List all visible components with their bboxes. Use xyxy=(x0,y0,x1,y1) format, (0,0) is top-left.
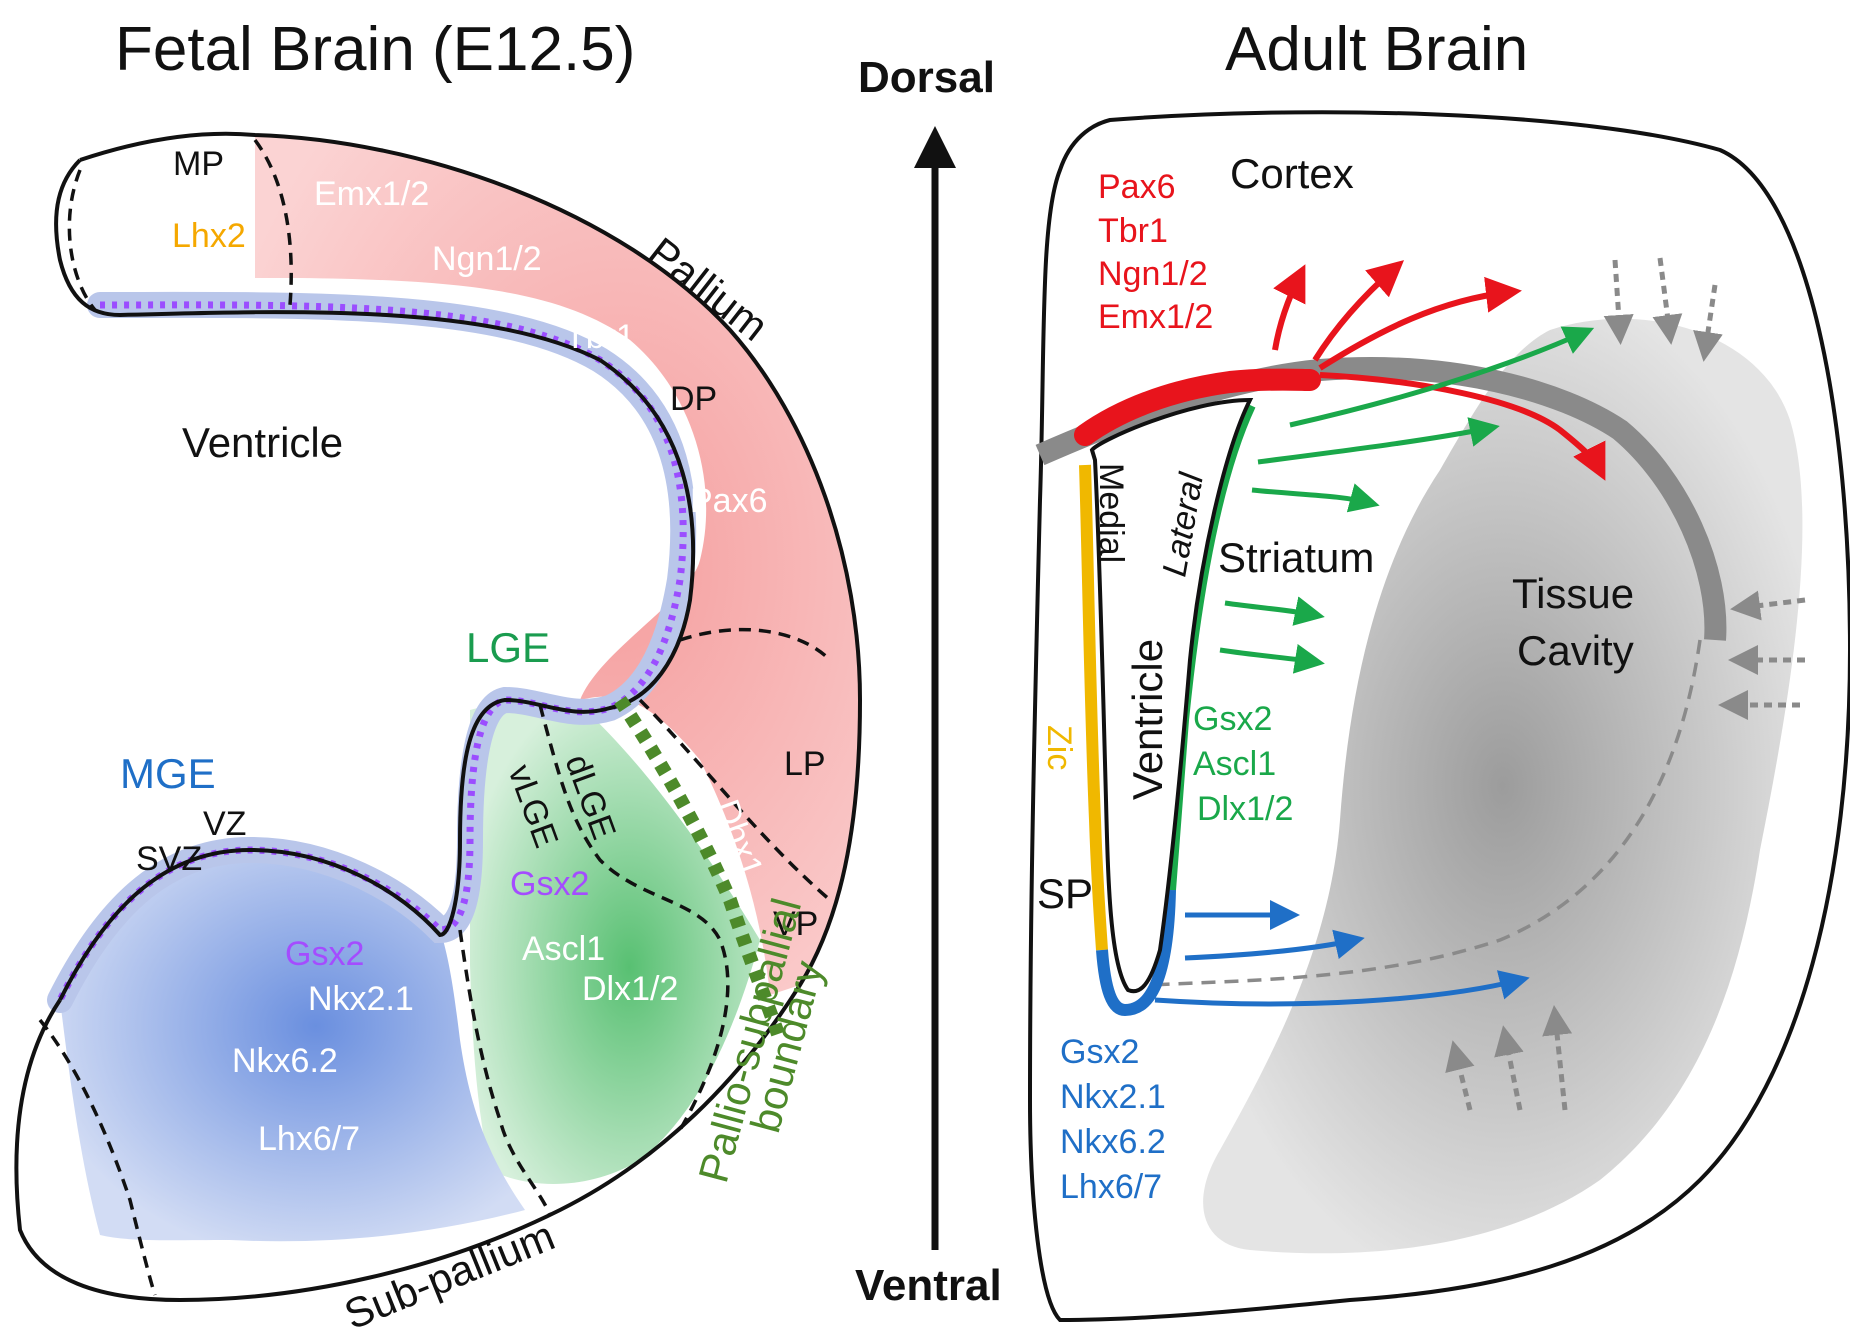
pallium-region xyxy=(255,135,860,995)
label-mp: MP xyxy=(173,145,224,183)
gene-tbr1: Tbr1 xyxy=(565,318,635,356)
gene-cortex-pax6: Pax6 xyxy=(1098,168,1176,206)
label-ventricle: Ventricle xyxy=(182,419,343,466)
label-cortex: Cortex xyxy=(1230,150,1354,197)
gray-arrow-top-1 xyxy=(1603,259,1634,345)
gray-arrow-right-1 xyxy=(1730,590,1806,621)
gene-striatum-dlx12: Dlx1/2 xyxy=(1197,790,1293,828)
cavity-dashed-boundary xyxy=(1149,639,1702,987)
red-arrow-1 xyxy=(1272,264,1306,351)
green-arrow-3 xyxy=(1251,483,1380,513)
tissue-cavity-region xyxy=(1203,318,1803,1254)
green-arrow-2 xyxy=(1257,417,1500,465)
gene-lge-gsx2: Gsx2 xyxy=(510,865,589,903)
label-medial: Medial xyxy=(1092,463,1130,563)
adult-outline xyxy=(1027,110,1850,1323)
label-dp: DP xyxy=(670,380,717,418)
gene-lge-ascl1: Ascl1 xyxy=(522,930,605,968)
gene-ngn12: Ngn1/2 xyxy=(432,240,542,278)
adult-title: Adult Brain xyxy=(1225,15,1528,84)
gene-striatum-gsx2: Gsx2 xyxy=(1193,700,1272,738)
gene-mge-gsx2: Gsx2 xyxy=(285,935,364,973)
gene-striatum-ascl1: Ascl1 xyxy=(1193,745,1276,783)
fetal-brain-panel: Fetal Brain (E12.5) MP Lhx2 Emx1/2 Ngn1/… xyxy=(14,15,863,1338)
gene-pax6: Pax6 xyxy=(690,482,768,520)
gene-lhx2: Lhx2 xyxy=(172,217,246,255)
axis-ventral: Ventral xyxy=(855,1261,1002,1310)
gene-cortex-tbr1: Tbr1 xyxy=(1098,212,1168,250)
fetal-outline-top xyxy=(54,158,601,362)
green-arrow-4 xyxy=(1224,596,1325,626)
gene-ventral-lhx67: Lhx6/7 xyxy=(1060,1168,1162,1206)
gene-ventral-nkx62: Nkx6.2 xyxy=(1060,1123,1166,1161)
label-striatum: Striatum xyxy=(1218,534,1374,581)
adult-brain-panel: Adult Brain xyxy=(1027,15,1850,1323)
mp-dp-boundary xyxy=(253,138,293,306)
mge-ventral-boundary xyxy=(38,1018,157,1296)
label-zic: Zic xyxy=(1040,725,1078,770)
green-arrow-1 xyxy=(1289,326,1595,428)
label-vp: VP xyxy=(773,905,818,943)
label-vz: VZ xyxy=(203,805,246,843)
lp-vp-boundary xyxy=(638,698,832,902)
wall-yellow-medial xyxy=(1079,464,1108,951)
green-arrow-5 xyxy=(1219,644,1325,674)
fetal-title: Fetal Brain (E12.5) xyxy=(115,15,635,84)
label-mge: MGE xyxy=(120,750,216,797)
label-adult-ventricle: Ventricle xyxy=(1124,639,1171,800)
wall-blue-ventral xyxy=(1096,889,1176,1017)
gene-mge-nkx21: Nkx2.1 xyxy=(308,980,414,1018)
gene-mge-lhx67: Lhx6/7 xyxy=(258,1120,360,1158)
lge-region xyxy=(470,702,760,1184)
gene-emx12: Emx1/2 xyxy=(314,175,429,213)
gene-ventral-nkx21: Nkx2.1 xyxy=(1060,1078,1166,1116)
dlge-vlge-boundary xyxy=(538,704,730,1131)
pallio-subpallial-boundary-line xyxy=(614,696,787,1043)
gray-arrow-bottom-1 xyxy=(1445,1040,1475,1111)
wall-red-top xyxy=(1074,368,1321,446)
label-cavity: Cavity xyxy=(1517,627,1634,674)
label-lge: LGE xyxy=(466,624,550,671)
gray-arrow-top-3 xyxy=(1693,284,1723,362)
red-arrow-4 xyxy=(1319,372,1606,481)
axis-dorsal: Dorsal xyxy=(858,53,995,102)
gene-cortex-ngn12: Ngn1/2 xyxy=(1098,255,1208,293)
label-sp: SP xyxy=(1037,870,1093,917)
gene-ventral-gsx2: Gsx2 xyxy=(1060,1033,1139,1071)
fetal-outline xyxy=(14,131,863,1303)
dorsal-ventral-axis: Dorsal Ventral xyxy=(855,53,1002,1310)
label-tissue: Tissue xyxy=(1512,570,1634,617)
gray-arrow-bottom-2 xyxy=(1494,1025,1524,1111)
red-arrow-3 xyxy=(1318,276,1522,371)
ventricle-slit xyxy=(1089,397,1254,994)
mge-region xyxy=(60,850,525,1242)
label-svz: SVZ xyxy=(136,840,202,878)
gene-mge-nkx62: Nkx6.2 xyxy=(232,1042,338,1080)
gray-arrow-bottom-3 xyxy=(1542,1005,1573,1111)
red-arrow-2 xyxy=(1312,260,1405,362)
gene-lge-dlx12: Dlx1/2 xyxy=(582,970,678,1008)
label-lp: LP xyxy=(784,745,826,783)
dp-lp-boundary xyxy=(679,627,832,662)
blue-arrow-2 xyxy=(1184,929,1365,961)
gene-cortex-emx12: Emx1/2 xyxy=(1098,298,1213,336)
ventricle-outline xyxy=(58,358,696,1001)
lge-mge-boundary xyxy=(458,929,552,1216)
blue-arrow-3 xyxy=(1154,970,1530,1007)
